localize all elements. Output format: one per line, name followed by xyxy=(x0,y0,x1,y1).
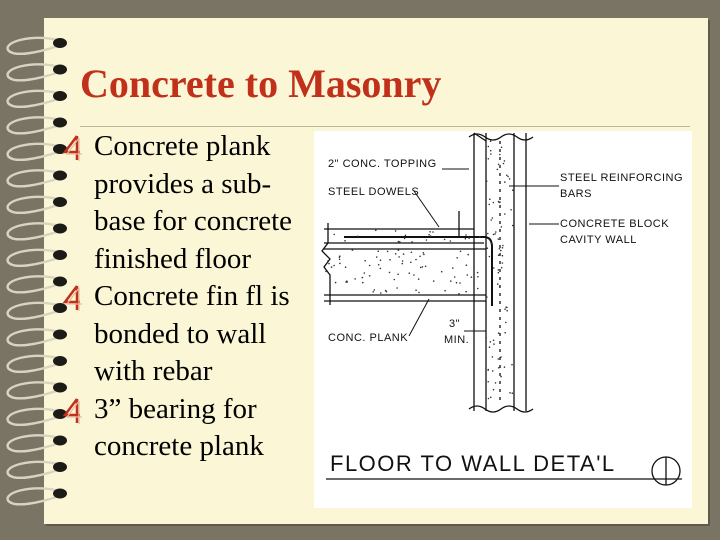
binding-ring xyxy=(6,142,59,162)
label-bearing-1: 3" xyxy=(449,318,460,330)
bullet-item: Concrete plank provides a sub-base for c… xyxy=(62,128,302,278)
binding-ring xyxy=(6,354,59,374)
floor-to-wall-detail-drawing: 2" CONC. TOPPING STEEL DOWELS STEEL REIN… xyxy=(314,131,692,508)
drawing-caption: FLOOR TO WALL DETA'L xyxy=(330,451,616,476)
bullet-list: Concrete plank provides a sub-base for c… xyxy=(62,128,302,466)
label-plank: CONC. PLANK xyxy=(328,332,408,344)
bullet-item: 3” bearing for concrete plank xyxy=(62,391,302,466)
binding-ring xyxy=(6,275,59,294)
numeral-4-icon xyxy=(62,285,82,311)
label-rebar-1: STEEL REINFORCING xyxy=(560,172,683,184)
label-block-1: CONCRETE BLOCK xyxy=(560,218,669,230)
binding-hole xyxy=(53,144,67,154)
binding-hole xyxy=(53,462,67,472)
slide-title: Concrete to Masonry xyxy=(80,61,442,106)
binding-hole xyxy=(53,170,67,181)
binding-hole xyxy=(53,38,67,48)
binding-hole xyxy=(53,382,67,393)
binding-ring xyxy=(6,169,59,188)
binding-hole xyxy=(53,488,67,499)
label-bearing-2: MIN. xyxy=(444,334,469,346)
binding-ring xyxy=(6,460,59,480)
binding-ring xyxy=(6,434,59,453)
detail-drawing-svg: 2" CONC. TOPPING STEEL DOWELS STEEL REIN… xyxy=(321,132,683,486)
label-dowels: STEEL DOWELS xyxy=(328,186,419,198)
binding-hole xyxy=(53,303,67,313)
binding-ring xyxy=(6,381,59,400)
binding-ring xyxy=(6,116,59,135)
bullet-item: Concrete fin fl is bonded to wall with r… xyxy=(62,278,302,391)
label-rebar-2: BARS xyxy=(560,188,592,200)
binding-ring xyxy=(6,89,59,109)
binding-hole xyxy=(53,435,67,446)
binding-hole xyxy=(53,250,67,260)
label-block-2: CAVITY WALL xyxy=(560,234,637,246)
label-topping: 2" CONC. TOPPING xyxy=(328,158,437,170)
binding-hole xyxy=(53,409,67,419)
bullet-text: 3” bearing for concrete plank xyxy=(94,392,264,463)
binding-ring xyxy=(6,248,59,268)
binding-ring xyxy=(6,36,59,56)
binding-hole xyxy=(53,276,67,287)
numeral-4-icon xyxy=(62,135,82,161)
binding-hole xyxy=(53,223,67,234)
binding-ring xyxy=(6,222,59,241)
binding-ring xyxy=(6,301,59,321)
spiral-binding xyxy=(6,36,67,506)
bullet-text: Concrete plank provides a sub-base for c… xyxy=(94,130,293,275)
binding-hole xyxy=(53,329,67,340)
binding-ring xyxy=(6,487,59,506)
binding-ring xyxy=(6,63,59,82)
binding-ring xyxy=(6,195,59,215)
bullet-text: Concrete fin fl is bonded to wall with r… xyxy=(94,280,290,387)
binding-hole xyxy=(53,91,67,101)
numeral-4-icon xyxy=(62,397,82,424)
binding-hole xyxy=(53,117,67,128)
title-divider xyxy=(80,126,690,127)
binding-hole xyxy=(53,64,67,75)
binding-ring xyxy=(6,328,59,347)
binding-hole xyxy=(53,356,67,366)
binding-hole xyxy=(53,197,67,207)
binding-ring xyxy=(6,407,59,427)
